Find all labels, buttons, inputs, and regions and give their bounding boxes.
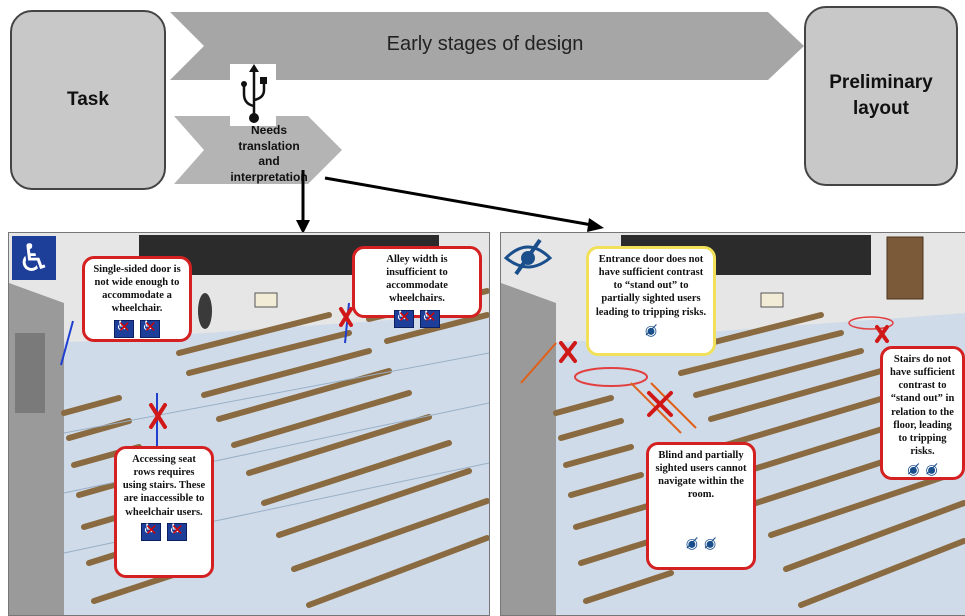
door-width-text: Single-sided door is not wide enough to … (93, 264, 181, 315)
no-wheelchair-icon (394, 308, 414, 328)
entrance-contrast-callout: Entrance door does not have sufficient c… (586, 246, 716, 356)
preliminary-layout-label: Preliminary layout (829, 72, 933, 119)
no-wheelchair-icon (420, 308, 440, 328)
navigation-callout: Blind and partially sighted users cannot… (646, 442, 756, 570)
alley-width-callout: Alley width is insufficient to accommoda… (352, 246, 482, 328)
eye-slash-icon (502, 236, 554, 276)
seat-rows-text: Accessing seat rows requires using stair… (122, 454, 206, 518)
no-sight-icon: ◉̸ (907, 462, 920, 478)
usb-icon (230, 64, 276, 126)
needs-label: Needs translation and interpretation (230, 123, 308, 184)
alley-width-text: Alley width is insufficient to accommoda… (386, 254, 448, 305)
no-sight-icon: ◉̸ (704, 535, 717, 552)
arrow-head-left (296, 220, 310, 234)
stairs-contrast-text: Stairs do not have sufficient contrast t… (889, 354, 956, 457)
arrow-head-right (587, 218, 604, 232)
no-wheelchair-icon (167, 521, 187, 541)
entrance-contrast-text: Entrance door does not have sufficient c… (595, 254, 707, 318)
navigation-text: Blind and partially sighted users cannot… (655, 450, 747, 501)
arrow-to-right-panel (324, 176, 593, 227)
no-wheelchair-icon (114, 318, 134, 338)
task-label: Task (67, 89, 109, 111)
early-stages-label: Early stages of design (386, 33, 584, 55)
task-box: Task (10, 10, 166, 190)
no-sight-icon: ◉̸ (644, 322, 658, 339)
door-width-callout: Single-sided door is not wide enough to … (82, 256, 192, 342)
connector-arrows (296, 170, 604, 234)
stairs-contrast-callout: Stairs do not have sufficient contrast t… (880, 346, 965, 480)
no-sight-icon: ◉̸ (925, 462, 938, 478)
needs-chevron (174, 116, 342, 184)
no-wheelchair-icon (140, 318, 160, 338)
wheelchair-icon: ♿ (12, 236, 56, 280)
no-wheelchair-icon (141, 521, 161, 541)
early-stages-banner (170, 12, 804, 80)
no-sight-icon: ◉̸ (685, 535, 698, 552)
seat-rows-callout: Accessing seat rows requires using stair… (114, 446, 214, 578)
preliminary-layout-box: Preliminary layout (804, 6, 958, 186)
